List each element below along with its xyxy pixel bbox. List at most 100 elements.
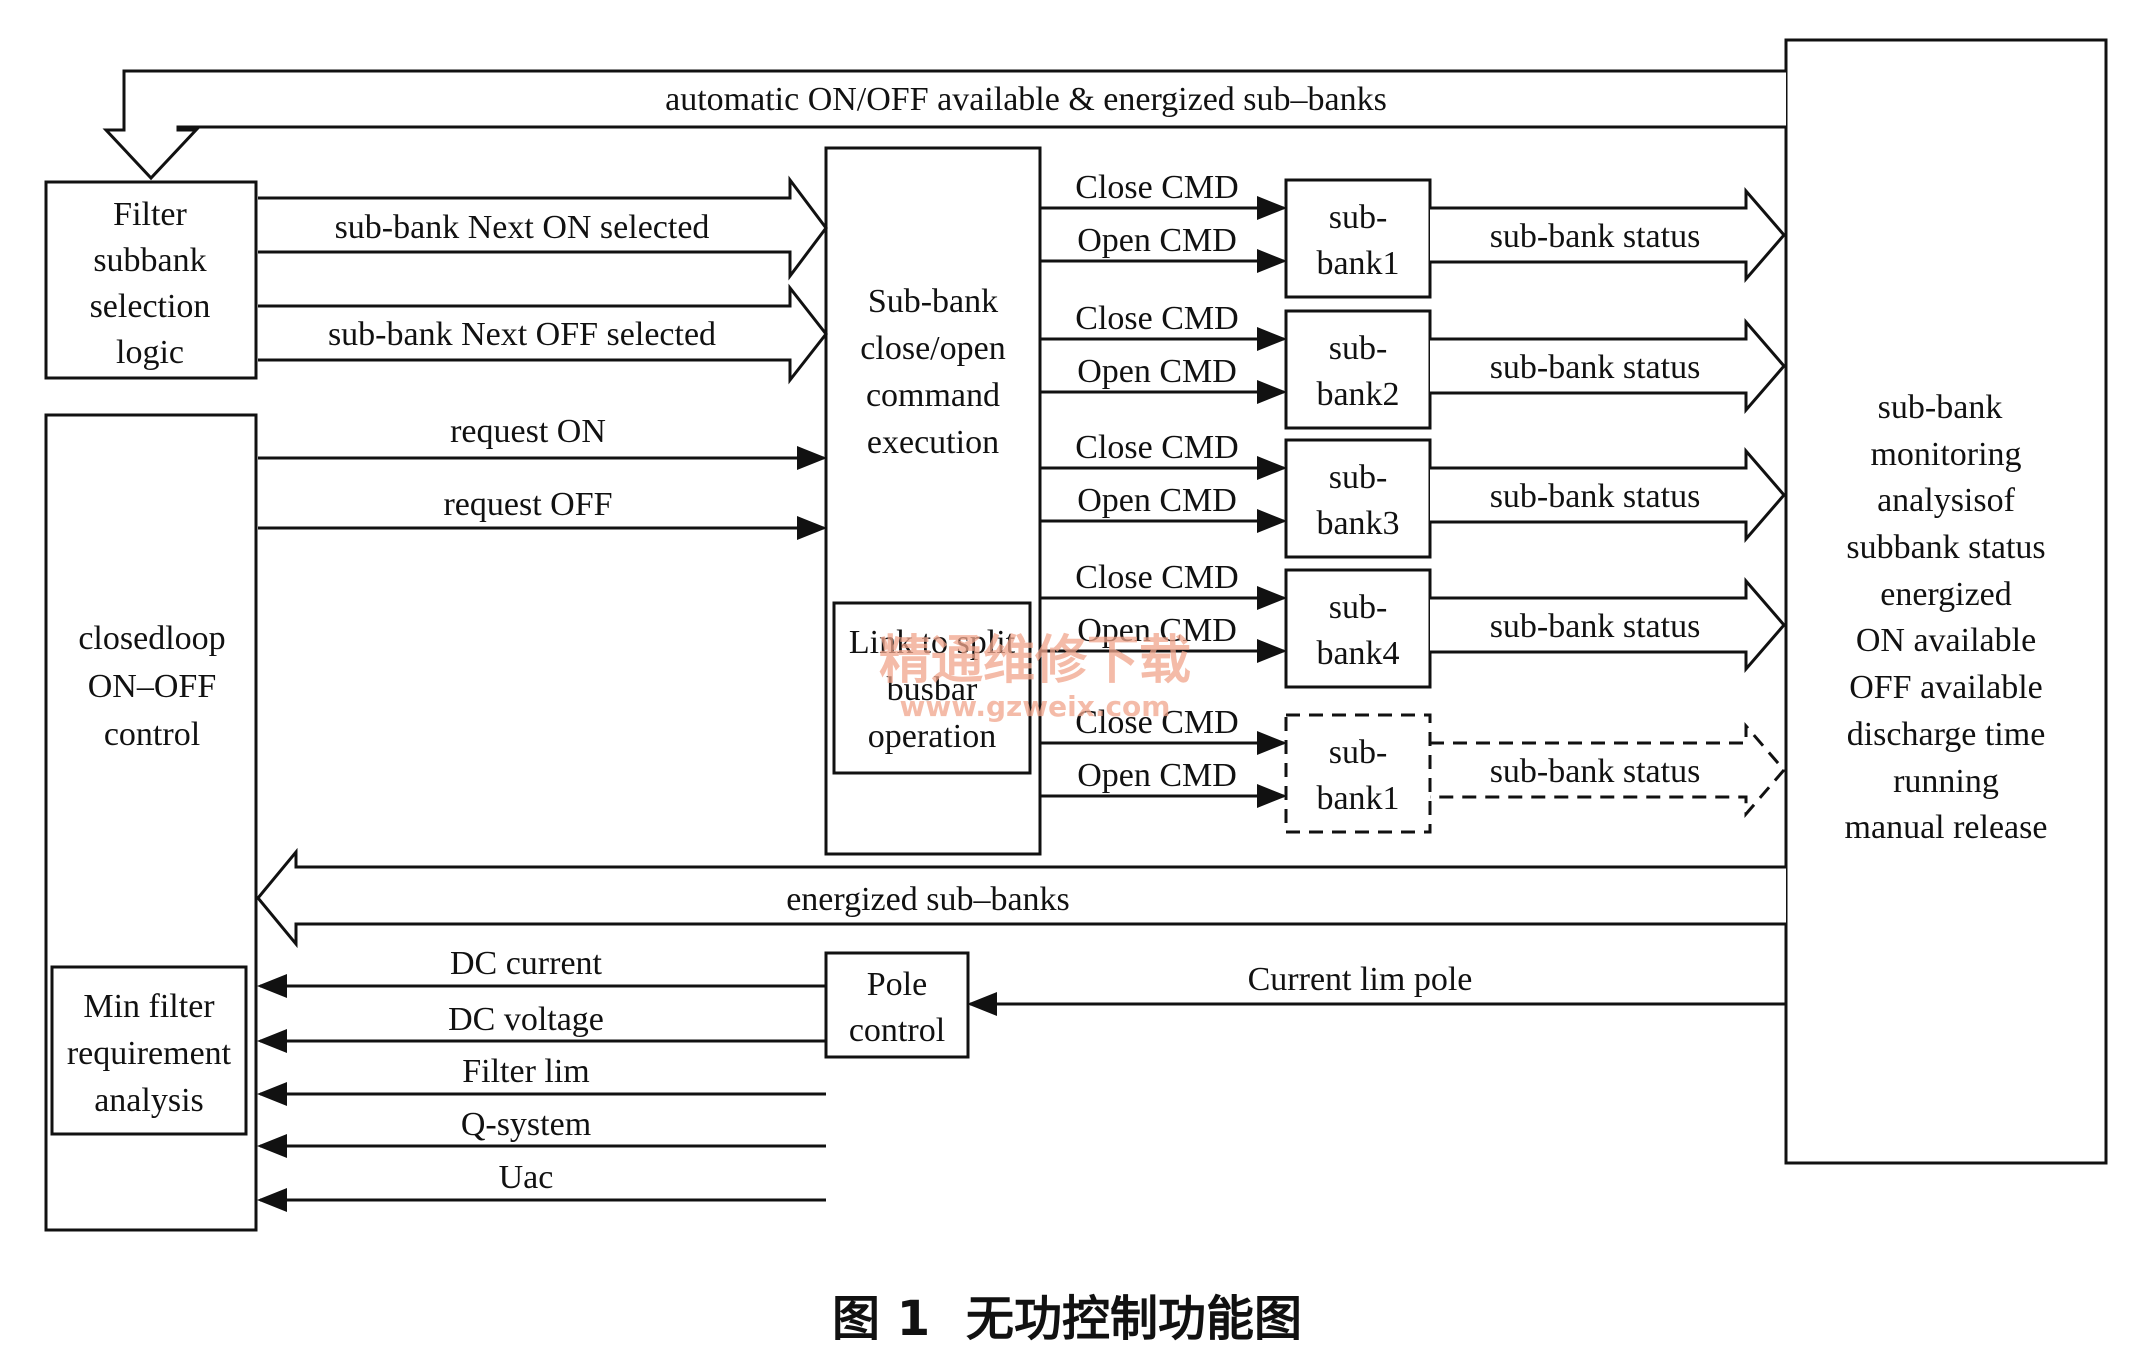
filter-selection-line: logic [116,334,184,371]
closedloop-line: ON–OFF [88,668,216,705]
sub-bank-status-label: sub-bank status [1490,349,1701,386]
uac-label: Uac [499,1159,554,1196]
monitoring-line: discharge time [1847,716,2046,753]
sub-bank-row: Close CMD Open CMD sub-bank3 sub-bank statu… [1040,429,1786,559]
sub-bank-name: sub- [1329,589,1388,626]
sub-bank-status-arrow [1430,576,1786,674]
min-filter-line: Min filter [83,988,215,1025]
sub-bank-name: bank2 [1316,376,1399,413]
sub-bank-name: sub- [1329,330,1388,367]
close-cmd-label: Close CMD [1075,300,1238,337]
dc-current-label: DC current [450,945,603,982]
monitoring-line: energized [1880,576,2012,613]
command-execution-line: close/open [860,330,1005,367]
next-off-arrow: sub-bank Next OFF selected [258,283,828,385]
monitoring-line: subbank status [1846,529,2045,566]
command-execution-line: Sub-bank [868,283,998,320]
sub-bank-name: sub- [1329,199,1388,236]
sub-bank-row: Close CMD Open CMD sub-bank1 sub-bank statu… [1040,169,1786,299]
dc-current-arrow: DC current [257,945,826,998]
q-system-arrow: Q-system [257,1106,826,1158]
sub-bank-status-label: sub-bank status [1490,218,1701,255]
figure-number: 图 1 [832,1291,930,1347]
energized-sub-banks-label: energized sub–banks [786,881,1070,918]
sub-bank-row: Close CMD Open CMD sub-bank2 sub-bank statu… [1040,300,1786,430]
open-cmd-label: Open CMD [1077,612,1237,649]
min-filter-line: analysis [94,1082,204,1119]
sub-bank-name: sub- [1329,459,1388,496]
watermark-text: 精通维修下载 [879,631,1191,691]
current-lim-pole-label: Current lim pole [1248,961,1473,998]
sub-bank-box [1284,309,1432,430]
watermark-url: www.gzweix.com [900,690,1171,723]
sub-bank-status-label: sub-bank status [1490,608,1701,645]
split-busbar-line: Link to split [849,624,1016,661]
closedloop-line: control [104,716,200,753]
monitoring-line: running [1893,763,1999,800]
sub-bank-name: bank4 [1316,635,1399,672]
dc-voltage-arrow: DC voltage [257,1001,826,1053]
sub-bank-status-arrow [1430,446,1786,544]
watermark: 精通维修下载 www.gzweix.com [879,631,1191,723]
next-on-arrow: sub-bank Next ON selected [258,175,828,281]
next-on-label: sub-bank Next ON selected [335,209,710,246]
monitoring-line: analysisof [1877,482,2016,519]
filter-selection-line: selection [90,288,211,325]
filter-selection-line: Filter [113,196,187,233]
sub-bank-status-arrow [1430,317,1786,415]
figure-caption: 图 1 无功控制功能图 [832,1291,1302,1347]
request-on-arrow: request ON [258,413,827,470]
open-cmd-label: Open CMD [1077,353,1237,390]
split-busbar-line: busbar [887,671,978,708]
sub-bank-name: bank3 [1316,505,1399,542]
dc-voltage-label: DC voltage [448,1001,604,1038]
command-execution-line: execution [867,424,999,461]
sub-bank-rows: Close CMD Open CMD sub-bank1 sub-bank statu… [1040,169,1786,834]
uac-arrow: Uac [257,1159,826,1212]
min-filter-line: requirement [67,1035,232,1072]
sub-bank-status-label: sub-bank status [1490,478,1701,515]
monitoring-line: sub-bank [1878,389,2003,426]
automatic-feedback-label: automatic ON/OFF available & energized s… [665,81,1387,118]
close-cmd-label: Close CMD [1075,559,1238,596]
command-execution-line: command [866,377,1000,414]
min-filter-requirement-analysis-block: Min filter requirement analysis [50,965,248,1136]
sub-bank-box [1284,713,1432,834]
request-off-arrow: request OFF [258,486,827,540]
sub-bank-status-arrow [1430,721,1786,819]
open-cmd-label: Open CMD [1077,222,1237,259]
sub-bank-box [1284,438,1432,559]
split-busbar-block: Link to split busbar operation [832,601,1032,775]
filter-lim-arrow: Filter lim [257,1053,826,1106]
filter-selection-logic-block: Filter subbank selection logic [44,180,258,380]
request-off-label: request OFF [443,486,612,523]
current-lim-pole-arrow: Current lim pole [967,961,1786,1016]
close-cmd-label: Close CMD [1075,704,1238,741]
monitoring-line: OFF available [1849,669,2043,706]
sub-bank-name: sub- [1329,734,1388,771]
energized-sub-banks-arrow: energized sub–banks [256,847,1786,949]
pole-control-line: control [849,1012,945,1049]
automatic-feedback-arrow: automatic ON/OFF available & energized s… [102,69,1786,181]
closedloop-line: closedloop [78,620,225,657]
sub-bank-status-arrow [1430,186,1786,284]
monitoring-line: manual release [1845,809,2048,846]
split-busbar-line: operation [868,718,996,755]
open-cmd-label: Open CMD [1077,482,1237,519]
filter-lim-label: Filter lim [462,1053,590,1090]
pole-control-block: Pole control [824,951,970,1059]
sub-bank-row: Close CMD Open CMD sub-bank4 sub-bank statu… [1040,559,1786,689]
close-cmd-label: Close CMD [1075,429,1238,466]
open-cmd-label: Open CMD [1077,757,1237,794]
figure-title: 无功控制功能图 [966,1291,1302,1347]
sub-bank-box [1284,568,1432,689]
request-on-label: request ON [450,413,606,450]
close-cmd-label: Close CMD [1075,169,1238,206]
monitoring-line: ON available [1856,622,2036,659]
monitoring-block: sub-bank monitoring analysisof subbank s… [1784,38,2108,1165]
sub-bank-status-label: sub-bank status [1490,753,1701,790]
sub-bank-name: bank1 [1316,245,1399,282]
sub-bank-name: bank1 [1316,780,1399,817]
monitoring-line: monitoring [1870,436,2021,473]
